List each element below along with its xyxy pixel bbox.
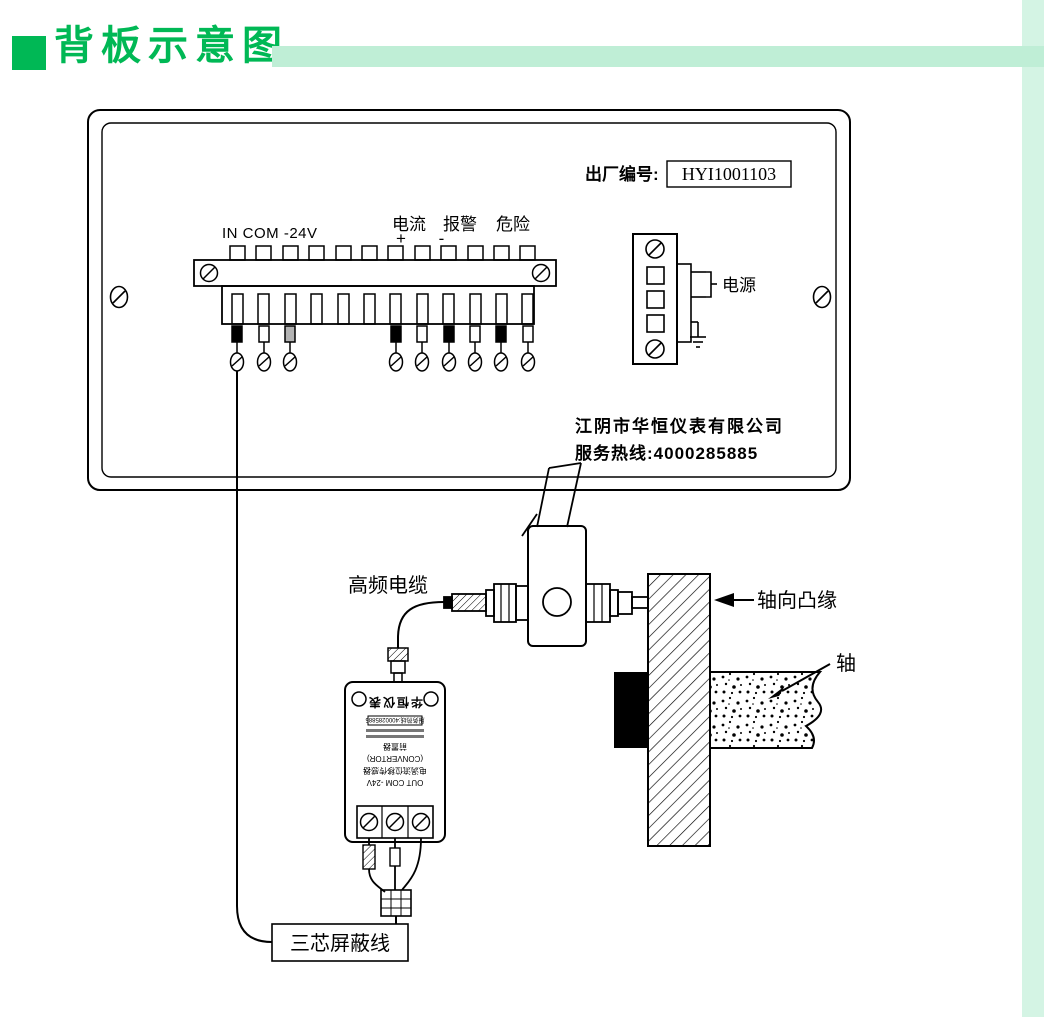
flange-label: 轴向凸缘 [757, 589, 837, 612]
terminal-label-in-com-24v: IN COM -24V [222, 225, 318, 242]
terminal-label-current: 电流 [392, 215, 426, 234]
convertor-hotline-print: 服务热线:4000285885 [365, 716, 425, 724]
mount-hole-left-icon [351, 691, 367, 707]
serial-number: 出厂编号: HYI1001103 [585, 160, 792, 188]
shield-wire-label-box [271, 923, 409, 962]
title-bullet-square [12, 36, 46, 70]
cable-plug-icon [451, 593, 487, 612]
shaft-section [709, 671, 823, 749]
terminal-label-polarity: + - [396, 229, 458, 248]
convertor-product-print: 电涡流位移传感器 [363, 766, 427, 776]
convertor-terminals-print: OUT COM -24V [366, 778, 423, 787]
right-accent-strip [1022, 0, 1044, 1017]
mount-hole-right-icon [423, 691, 439, 707]
power-connector: 电源 [632, 233, 756, 365]
terminal-label-alarm: 报警 [443, 215, 477, 234]
shaft-collar [614, 672, 648, 748]
company-name: 江阴市华恒仪表有限公司 [575, 416, 784, 436]
back-panel: 出厂编号: HYI1001103 IN COM -24V 电流 + - 报警 危… [87, 109, 851, 491]
convertor-name-cn-print: 前置器 [383, 742, 407, 752]
convertor-print: OUT COM -24V 电涡流位移传感器 (CONVERTOR) 前置器 服务… [363, 695, 427, 787]
power-label: 电源 [722, 276, 756, 295]
convertor-box: OUT COM -24V 电涡流位移传感器 (CONVERTOR) 前置器 服务… [344, 647, 446, 917]
serial-box [666, 160, 792, 188]
terminal-wires [229, 325, 536, 372]
hf-cable-label: 高频电缆 [348, 574, 428, 597]
convertor-bottom-wires [362, 837, 422, 917]
terminal-block [193, 245, 557, 325]
page-title: 背板示意图 [54, 24, 289, 68]
convertor-brand-print: 华恒仪表 [367, 695, 423, 710]
flange-and-shaft: 轴向凸缘 轴 [614, 573, 856, 847]
convertor-name-en-print: (CONVERTOR) [367, 754, 423, 763]
shaft-label: 轴 [836, 652, 856, 675]
clamp-hole-icon [542, 587, 572, 617]
panel-screw-right-icon [812, 285, 832, 309]
ground-icon [690, 322, 706, 348]
terminal-label-danger: 危险 [496, 215, 530, 234]
shaft-callout: 轴 [768, 652, 856, 699]
serial-value: HYI1001103 [682, 164, 776, 184]
panel-screw-left-icon [109, 285, 129, 309]
serial-label: 出厂编号: [585, 164, 659, 184]
shield-wire-label: 三芯屏蔽线 [290, 932, 390, 955]
title-underline-bar [272, 46, 1044, 67]
flange-callout: 轴向凸缘 [714, 589, 837, 612]
axial-flange [647, 573, 711, 847]
cable-mesh-connector-icon [380, 889, 412, 917]
service-hotline: 服务热线:4000285885 [575, 443, 758, 463]
shaft-arrowhead-icon [768, 686, 785, 699]
probe-assembly: 高频电缆 [348, 462, 649, 648]
shielded-cable: 三芯屏蔽线 [236, 371, 409, 962]
flange-arrowhead-icon [714, 593, 734, 607]
